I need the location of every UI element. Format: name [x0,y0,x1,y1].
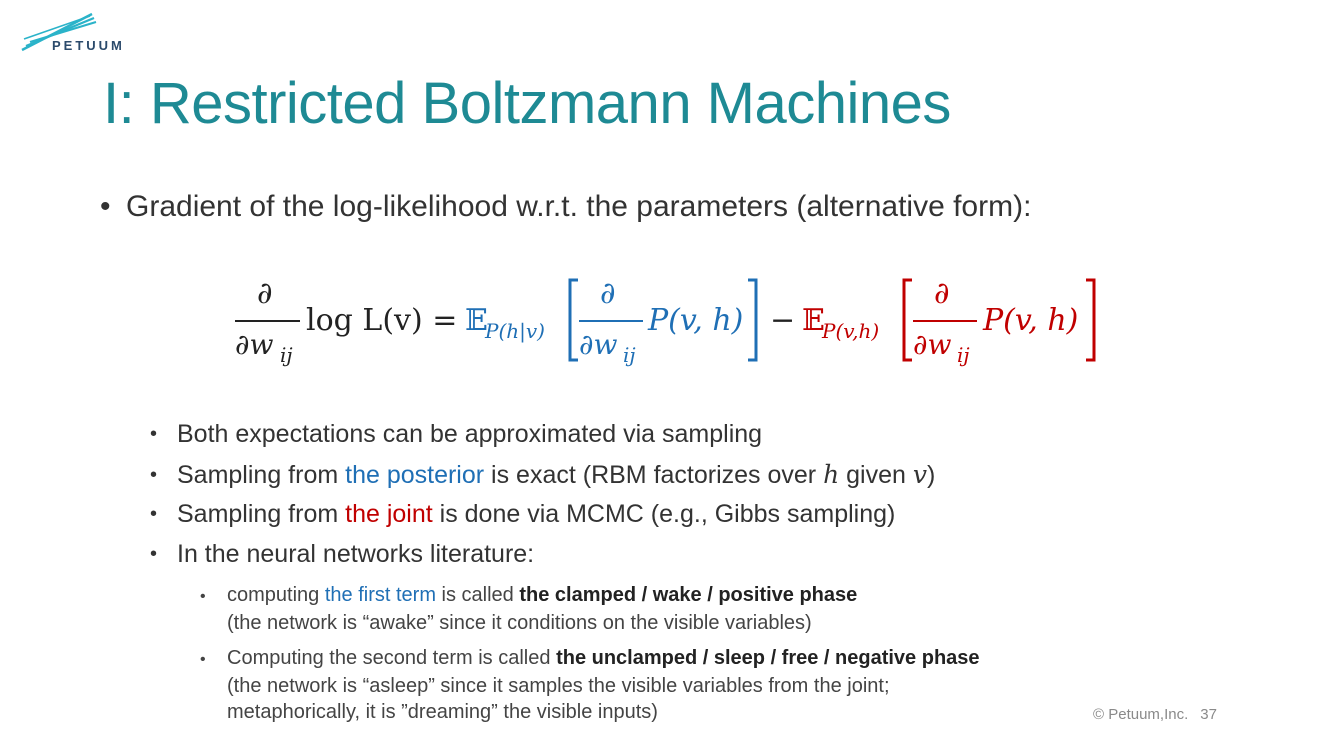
logo-text: PETUUM [52,38,125,53]
eq-expectation-1: 𝔼 [465,303,488,338]
eq-minus: − [770,303,795,338]
bullet-dot: • [200,588,206,605]
bullet-dot: • [150,423,158,445]
sub-bullet-text: given [839,461,913,489]
eq-bracket-open-1 [568,278,578,362]
nested-bullet-text: is called [435,584,520,606]
eq-partial-num-1: ∂ [257,276,273,311]
nested-bullet-note: metaphorically, it is ”dreaming” the vis… [227,701,658,723]
eq-sub-ij-1: ij [280,343,293,367]
sub-bullet: • Both expectations can be approximated v… [150,420,935,460]
highlight-joint: the joint [345,500,433,528]
nested-bullet: • Computing the second term is called the… [200,645,980,673]
bullet-dot: • [150,464,158,486]
bullet-dot: • [150,503,158,525]
footer: © Petuum,Inc. 37 [1093,706,1217,723]
slide-title: I: Restricted Boltzmann Machines [103,71,951,136]
sub-bullet: • Sampling from the joint is done via MCM… [150,500,935,540]
eq-bracket-open-2 [902,278,912,362]
sub-bullet-text: Sampling from [177,461,346,489]
sub-bullet-text: is done via MCMC (e.g., Gibbs sampling) [432,500,896,528]
eq-expectation-2: 𝔼 [802,303,825,338]
nested-bullet-text: computing [227,584,325,606]
highlight-posterior: the posterior [345,461,485,489]
eq-dw-2: ∂w [579,328,617,361]
nested-bullet: • computing the first term is called the … [200,582,980,610]
nested-bullet-note: (the network is “awake” since it conditi… [227,612,812,634]
eq-sub-ij-3: ij [957,343,970,367]
eq-bracket-close-2 [1086,278,1096,362]
nested-bullet-text: Computing the second term is called [227,647,557,669]
eq-sub-joint: P(v,h) [821,319,879,343]
petuum-wing-icon [21,12,97,52]
copyright: © Petuum,Inc. [1093,706,1189,723]
main-bullet-text: Gradient of the log-likelihood w.r.t. th… [126,190,1032,223]
eq-pvh-2: P(v, h) [982,303,1078,338]
phase-name-positive: the clamped / wake / positive phase [519,584,858,606]
sub-bullet-text: Sampling from [177,500,346,528]
sub-bullet-text: is exact (RBM factorizes over [484,461,824,489]
sub-bullet: • In the neural networks literature: [150,540,935,580]
bullet-dot: • [200,651,206,668]
nested-bullet-note: (the network is “asleep” since it sample… [227,675,890,697]
sub-bullet-text: In the neural networks literature: [177,540,535,568]
sub-bullet: • Sampling from the posterior is exact (R… [150,460,935,500]
math-var-v: v [912,460,927,489]
eq-pvh-1: P(v, h) [647,303,743,338]
nested-bullet-list: • computing the first term is called the … [200,582,980,725]
gradient-equation: ∂ ∂w ij log L(v) = 𝔼 P(h|v) ∂ ∂w ij P(v,… [235,276,1096,367]
page-number: 37 [1200,706,1217,723]
bullet-dot: • [100,190,111,223]
eq-sub-posterior: P(h|v) [484,319,545,344]
highlight-first-term: the first term [324,584,436,606]
eq-partial-num-2: ∂ [600,276,616,311]
eq-sub-ij-2: ij [623,343,636,367]
math-var-h: h [823,460,840,489]
eq-dw-3: ∂w [913,328,951,361]
main-bullet: • Gradient of the log-likelihood w.r.t. t… [100,190,1031,224]
sub-bullet-text: ) [926,461,936,489]
phase-name-negative: the unclamped / sleep / free / negative … [556,647,980,669]
eq-dw-1: ∂w [235,328,273,361]
bullet-dot: • [150,543,158,565]
eq-bracket-close-1 [748,278,758,362]
eq-loglik: log L(v) = [306,303,457,338]
sub-bullet-text: Both expectations can be approximated vi… [177,420,763,448]
eq-partial-num-3: ∂ [934,276,950,311]
sub-bullet-list: • Both expectations can be approximated v… [150,420,935,580]
